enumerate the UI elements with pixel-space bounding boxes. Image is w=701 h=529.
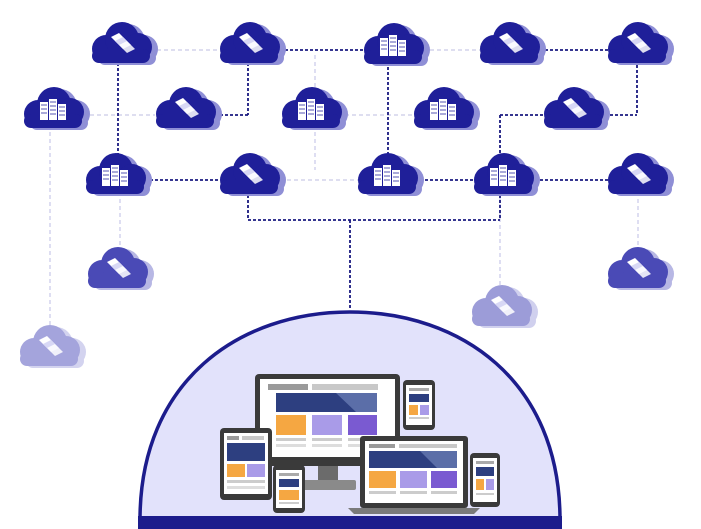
phone-top bbox=[403, 380, 435, 430]
phone-bottom-left bbox=[273, 465, 305, 513]
tablet bbox=[220, 428, 272, 500]
dark-links bbox=[117, 49, 638, 310]
cloud-r5-1 bbox=[20, 325, 86, 368]
cloud-r1-4 bbox=[480, 22, 546, 65]
cloud-r2-3 bbox=[282, 87, 348, 130]
cloud-r3-1 bbox=[86, 153, 152, 196]
cloud-r2-2 bbox=[156, 87, 222, 130]
cloud-r3-5 bbox=[608, 153, 674, 196]
cloud-r2-4 bbox=[414, 87, 480, 130]
cloud-r1-3 bbox=[364, 23, 430, 66]
phone-right bbox=[470, 453, 500, 507]
laptop bbox=[348, 436, 480, 514]
cloud-r3-2 bbox=[220, 153, 286, 196]
cloud-r4-1 bbox=[88, 247, 154, 290]
cloud-r3-4 bbox=[474, 153, 540, 196]
cloud-r4-2 bbox=[608, 247, 674, 290]
cloud-r4-3 bbox=[472, 285, 538, 328]
cloud-r3-3 bbox=[358, 153, 424, 196]
cloud-r1-1 bbox=[92, 22, 158, 65]
cloud-r2-1 bbox=[24, 87, 90, 130]
cloud-r2-5 bbox=[544, 87, 610, 130]
cloud-r1-5 bbox=[608, 22, 674, 65]
cloud-r1-2 bbox=[220, 22, 286, 65]
